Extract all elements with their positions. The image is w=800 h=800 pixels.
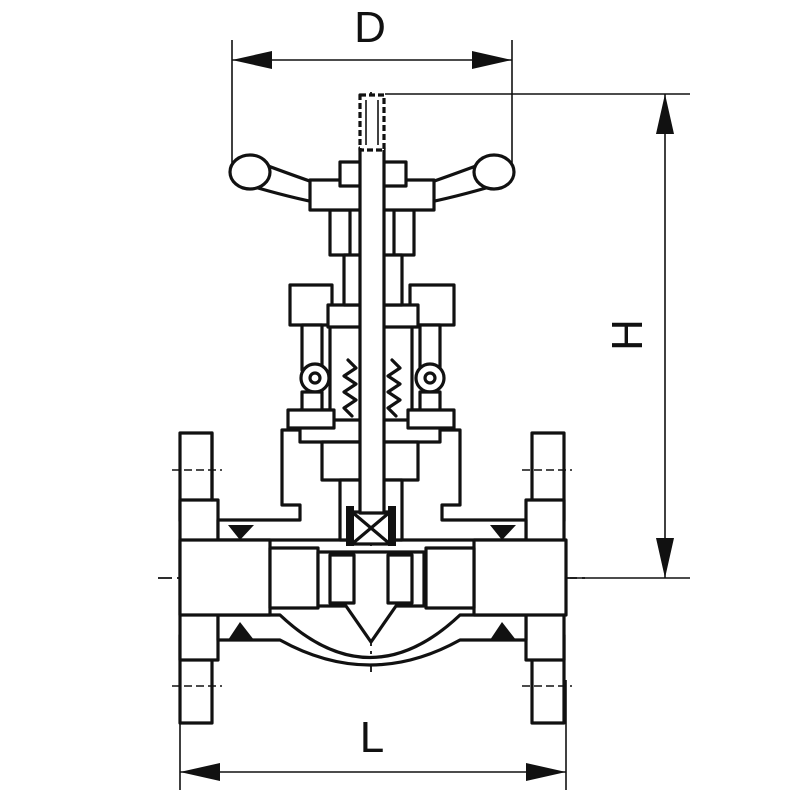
- weld-mark: [490, 525, 516, 540]
- weld-mark: [490, 622, 516, 640]
- dimension-arrow: [526, 763, 566, 781]
- dimension-h: H: [385, 93, 690, 579]
- left-eye-bolt: [286, 283, 336, 430]
- handwheel-knob: [472, 153, 516, 191]
- dimension-arrow: [472, 51, 512, 69]
- dimension-l-label: L: [360, 713, 384, 762]
- dimension-arrow: [656, 538, 674, 578]
- handwheel-knob: [228, 153, 272, 191]
- dimension-arrow: [656, 94, 674, 134]
- dimension-arrow: [232, 51, 272, 69]
- dimension-h-label: H: [603, 319, 652, 351]
- weld-mark: [228, 622, 254, 640]
- dimension-arrow: [180, 763, 220, 781]
- valve-stem: [358, 93, 386, 515]
- dimension-d-label: D: [354, 3, 386, 52]
- dimension-d: D: [231, 3, 513, 165]
- dimension-l: L: [179, 680, 567, 790]
- weld-mark: [228, 525, 254, 540]
